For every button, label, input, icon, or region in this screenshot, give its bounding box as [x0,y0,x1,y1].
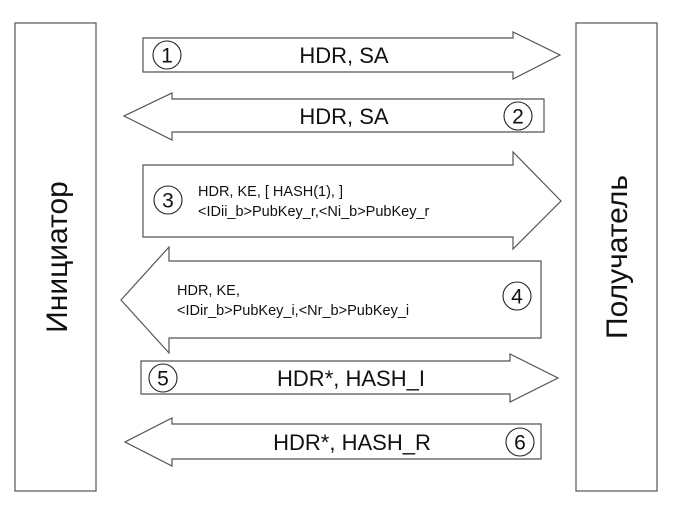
message-5: 5 HDR*, HASH_I [140,353,560,403]
arrow-right-3 [142,150,562,251]
step-circle-2 [503,101,533,131]
step-circle-1 [152,40,182,70]
step-circle-3 [153,185,183,215]
step-number-4: 4 [511,286,523,309]
initiator-box: Инициатор [14,22,97,492]
initiator-label: Инициатор [41,181,74,333]
responder-label: Получатель [601,175,634,339]
message-1: 1 HDR, SA [142,31,562,80]
responder-rect [575,22,658,492]
step-circle-5 [148,363,178,393]
step-circle-4 [502,281,532,311]
message-4-line-2: <IDir_b>PubKey_i,<Nr_b>PubKey_i [177,303,409,319]
message-2: 2 HDR, SA [122,92,545,141]
initiator-rect [14,22,97,492]
step-number-1: 1 [161,45,173,68]
arrow-left-6 [123,417,542,467]
step-number-2: 2 [512,106,524,129]
message-4-line-1: HDR, KE, [177,283,240,299]
step-number-5: 5 [157,368,169,391]
step-number-6: 6 [514,432,526,455]
step-circle-6 [505,427,535,457]
step-number-3: 3 [162,190,174,213]
message-3-line-1: HDR, KE, [ HASH(1), ] [198,184,343,200]
message-4: 4 HDR, KE, <IDir_b>PubKey_i,<Nr_b>PubKey… [120,245,542,355]
message-5-text: HDR*, HASH_I [277,366,425,391]
arrow-left-4 [120,245,542,355]
message-1-text: HDR, SA [299,43,389,68]
message-2-text: HDR, SA [299,104,389,129]
arrow-right-5 [140,353,560,403]
responder-box: Получатель [575,22,658,492]
message-3-line-2: <IDii_b>PubKey_r,<Ni_b>PubKey_r [198,204,430,220]
arrow-left-2 [122,92,545,141]
message-6: 6 HDR*, HASH_R [123,417,542,467]
message-3: 3 HDR, KE, [ HASH(1), ] <IDii_b>PubKey_r… [142,150,562,251]
arrow-right-1 [142,31,562,80]
message-6-text: HDR*, HASH_R [273,430,431,455]
